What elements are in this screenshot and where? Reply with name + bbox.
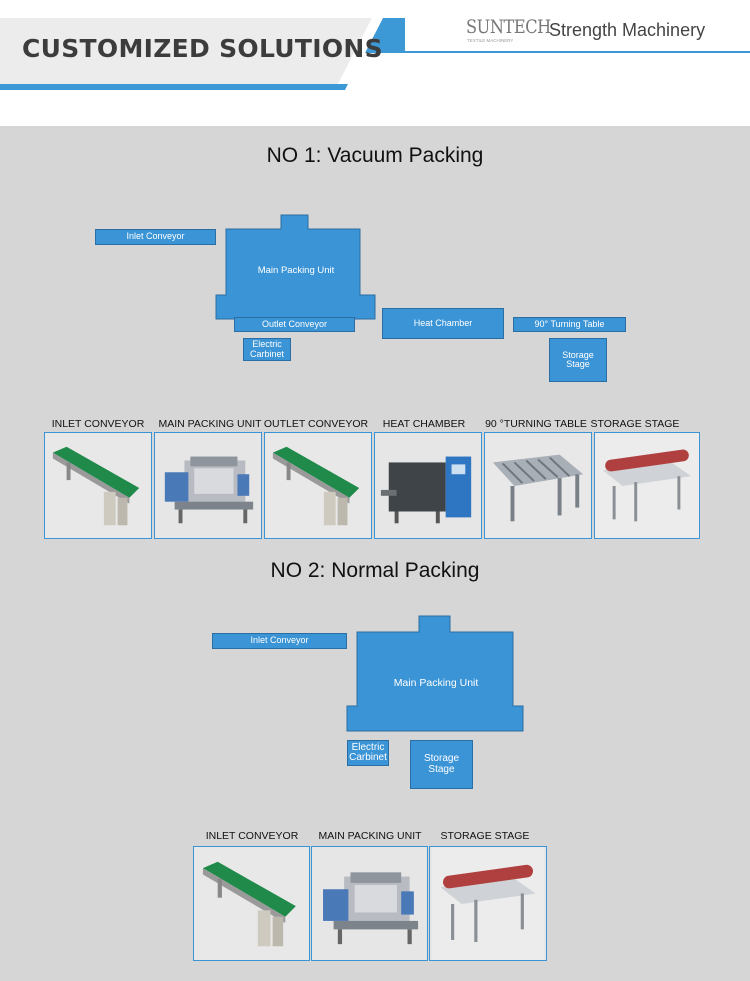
section-title-vacuum: NO 1: Vacuum Packing	[266, 144, 484, 167]
block-electric-cabinet: Electric Carbinet	[243, 338, 291, 361]
page-header: CUSTOMIZED SOLUTIONS SUNTECH TEXTILE MAC…	[0, 0, 750, 126]
block-inlet-conveyor: Inlet Conveyor	[212, 633, 347, 649]
block-label-line1: Electric	[351, 741, 385, 753]
block-label: Inlet Conveyor	[250, 635, 309, 646]
block-inlet-conveyor: Inlet Conveyor	[95, 229, 216, 245]
block-label: Inlet Conveyor	[126, 231, 185, 242]
main-packing-unit-label: Main Packing Unit	[257, 265, 335, 276]
block-main-packing-unit	[215, 214, 376, 320]
block-turning-table: 90° Turning Table	[513, 317, 626, 332]
logo-mark: SUNTECH	[466, 16, 551, 38]
section-title-normal: NO 2: Normal Packing	[270, 559, 480, 582]
storage-stage-photo	[594, 432, 700, 539]
packing-unit-photo	[154, 432, 262, 539]
turning-table-photo	[484, 432, 592, 539]
equipment-label: 90 °TURNING TABLE	[485, 418, 587, 430]
block-label-line2: Stage	[428, 763, 455, 775]
conveyor-photo	[44, 432, 152, 539]
equipment-label: INLET CONVEYOR	[51, 418, 145, 430]
content-area: NO 1: Vacuum Packing Inlet Conveyor Main…	[0, 126, 750, 981]
equipment-label: OUTLET CONVEYOR	[263, 418, 369, 430]
block-label-line2: Carbinet	[249, 348, 285, 359]
main-packing-unit-label: Main Packing Unit	[393, 677, 479, 689]
equipment-label: STORAGE STAGE	[590, 418, 680, 430]
conveyor-photo	[264, 432, 372, 539]
equipment-label: INLET CONVEYOR	[205, 830, 299, 842]
block-label-line1: Storage	[562, 349, 594, 360]
block-label-line2: Carbinet	[349, 752, 387, 763]
equipment-label: STORAGE STAGE	[440, 830, 530, 842]
header-rule	[405, 51, 750, 53]
block-label: Heat Chamber	[413, 317, 473, 328]
block-storage-stage: Storage Stage	[549, 338, 607, 382]
heat-chamber-photo	[374, 432, 482, 539]
logo-subtitle: TEXTILE MACHINERY	[467, 38, 514, 43]
block-label: 90° Turning Table	[534, 318, 605, 329]
equipment-label: MAIN PACKING UNIT	[318, 830, 422, 842]
equipment-label: MAIN PACKING UNIT	[158, 418, 262, 430]
block-label-line2: Stage	[566, 359, 590, 369]
block-label: Outlet Conveyor	[261, 318, 328, 329]
storage-stage-photo	[429, 846, 547, 961]
equipment-label: HEAT CHAMBER	[382, 418, 466, 430]
banner-shape	[0, 18, 405, 90]
packing-unit-photo	[311, 846, 428, 961]
banner-title: CUSTOMIZED SOLUTIONS	[22, 34, 383, 63]
block-label-line1: Storage	[423, 753, 460, 764]
block-electric-cabinet: Electric Carbinet	[347, 740, 389, 766]
block-main-packing-unit	[346, 615, 524, 732]
block-label-line1: Electric	[252, 339, 282, 350]
suntech-logo: SUNTECH TEXTILE MACHINERY	[466, 16, 551, 46]
conveyor-photo	[193, 846, 310, 961]
company-name: Strength Machinery	[549, 20, 706, 40]
block-storage-stage: Storage Stage	[410, 740, 473, 789]
block-outlet-conveyor: Outlet Conveyor	[234, 317, 355, 332]
block-heat-chamber: Heat Chamber	[382, 308, 504, 339]
